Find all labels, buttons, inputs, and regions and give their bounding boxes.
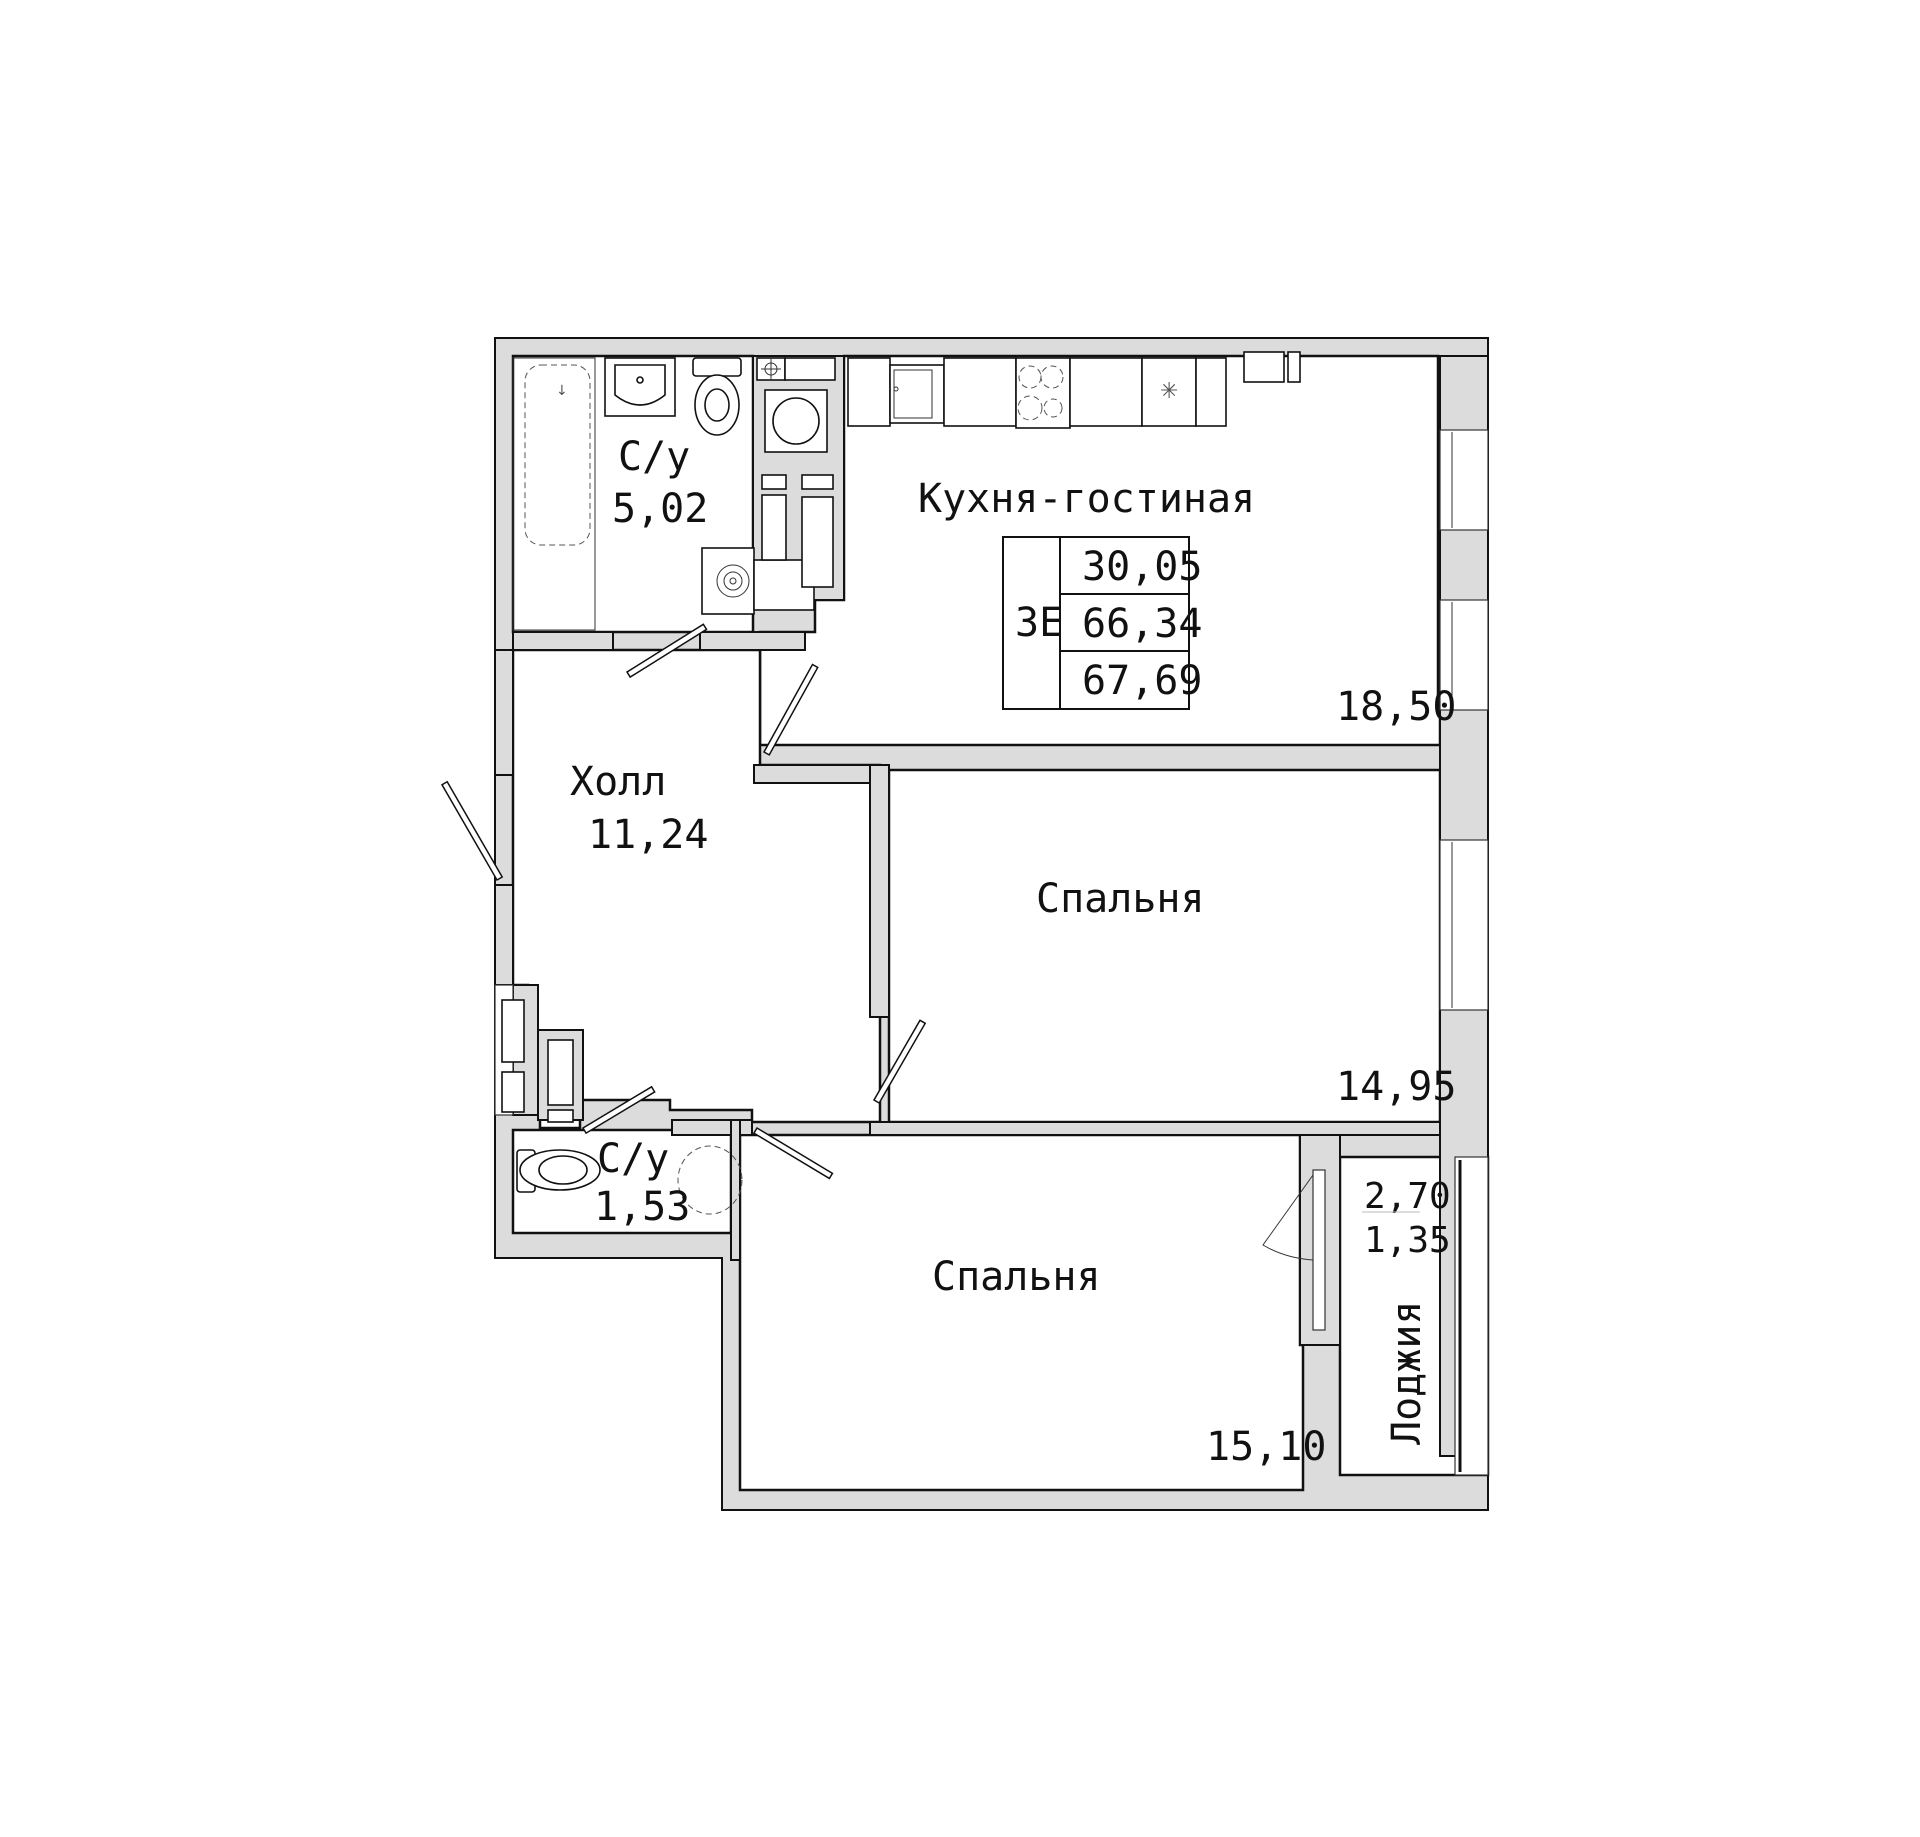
hall-area: 11,24 [588, 812, 708, 858]
apartment-code: 3E [1015, 600, 1063, 646]
svg-text:✳: ✳ [1160, 379, 1178, 404]
door-bathroom-main[interactable] [625, 623, 708, 679]
kitchen-label: Кухня-гостиная [918, 476, 1255, 522]
door-bathroom-small[interactable] [581, 1085, 656, 1135]
total-area: 66,34 [1082, 601, 1202, 647]
washing-machine-icon [764, 389, 828, 453]
fridge-icon [1243, 351, 1301, 383]
small-sink-icon [677, 1145, 743, 1215]
living-area: 30,05 [1082, 544, 1202, 590]
doors [440, 623, 1326, 1331]
bathroom-small-label: С/у [597, 1136, 669, 1182]
bathroom-main-label: С/у [618, 434, 690, 480]
hall-label: Холл [570, 759, 666, 805]
bedroom-1-floor [887, 768, 1442, 1124]
shelves-icon [761, 474, 834, 588]
loggia-area-reduced: 1,35 [1364, 1220, 1451, 1261]
door-bedroom-1[interactable] [872, 1019, 927, 1105]
bedroom-2-label: Спальня [932, 1254, 1101, 1300]
room-labels: С/у 5,02 Кухня-гостиная 18,50 Холл 11,24… [570, 434, 1456, 1470]
window [1439, 839, 1489, 1011]
svg-text:↓: ↓ [556, 383, 568, 399]
bedroom-1-label: Спальня [1036, 876, 1205, 922]
door-bedroom-2[interactable] [752, 1126, 834, 1180]
kitchen-sink-icon [889, 364, 945, 424]
bathroom-main-area: 5,02 [612, 486, 708, 532]
hall-wardrobe [501, 999, 574, 1123]
bathtub-icon: ↓ [512, 357, 596, 631]
loggia-area-full: 2,70 [1364, 1176, 1451, 1217]
window [1439, 599, 1489, 711]
small-toilet-icon [516, 1149, 601, 1193]
windows [494, 429, 1489, 1476]
meter-icon [756, 357, 836, 381]
door-kitchen[interactable] [762, 663, 819, 756]
area-summary-table: 3E 30,05 66,34 67,69 [1002, 536, 1202, 710]
loggia-label: Лоджия [1384, 1301, 1430, 1446]
kitchen-counter: ✳ [847, 351, 1301, 429]
kitchen-area: 18,50 [1336, 684, 1456, 730]
bedroom-1-area: 14,95 [1336, 1064, 1456, 1110]
total-area-with-loggia: 67,69 [1082, 658, 1202, 704]
sink-icon [604, 357, 676, 417]
stove-icon [1015, 357, 1071, 429]
window [1439, 429, 1489, 531]
door-entrance[interactable] [440, 780, 504, 882]
door-loggia[interactable] [1312, 1169, 1326, 1331]
toilet-icon [692, 357, 742, 436]
bathroom-small-area: 1,53 [594, 1184, 690, 1230]
dishwasher-icon: ✳ [1141, 357, 1197, 427]
bedroom-2-area: 15,10 [1206, 1424, 1326, 1470]
